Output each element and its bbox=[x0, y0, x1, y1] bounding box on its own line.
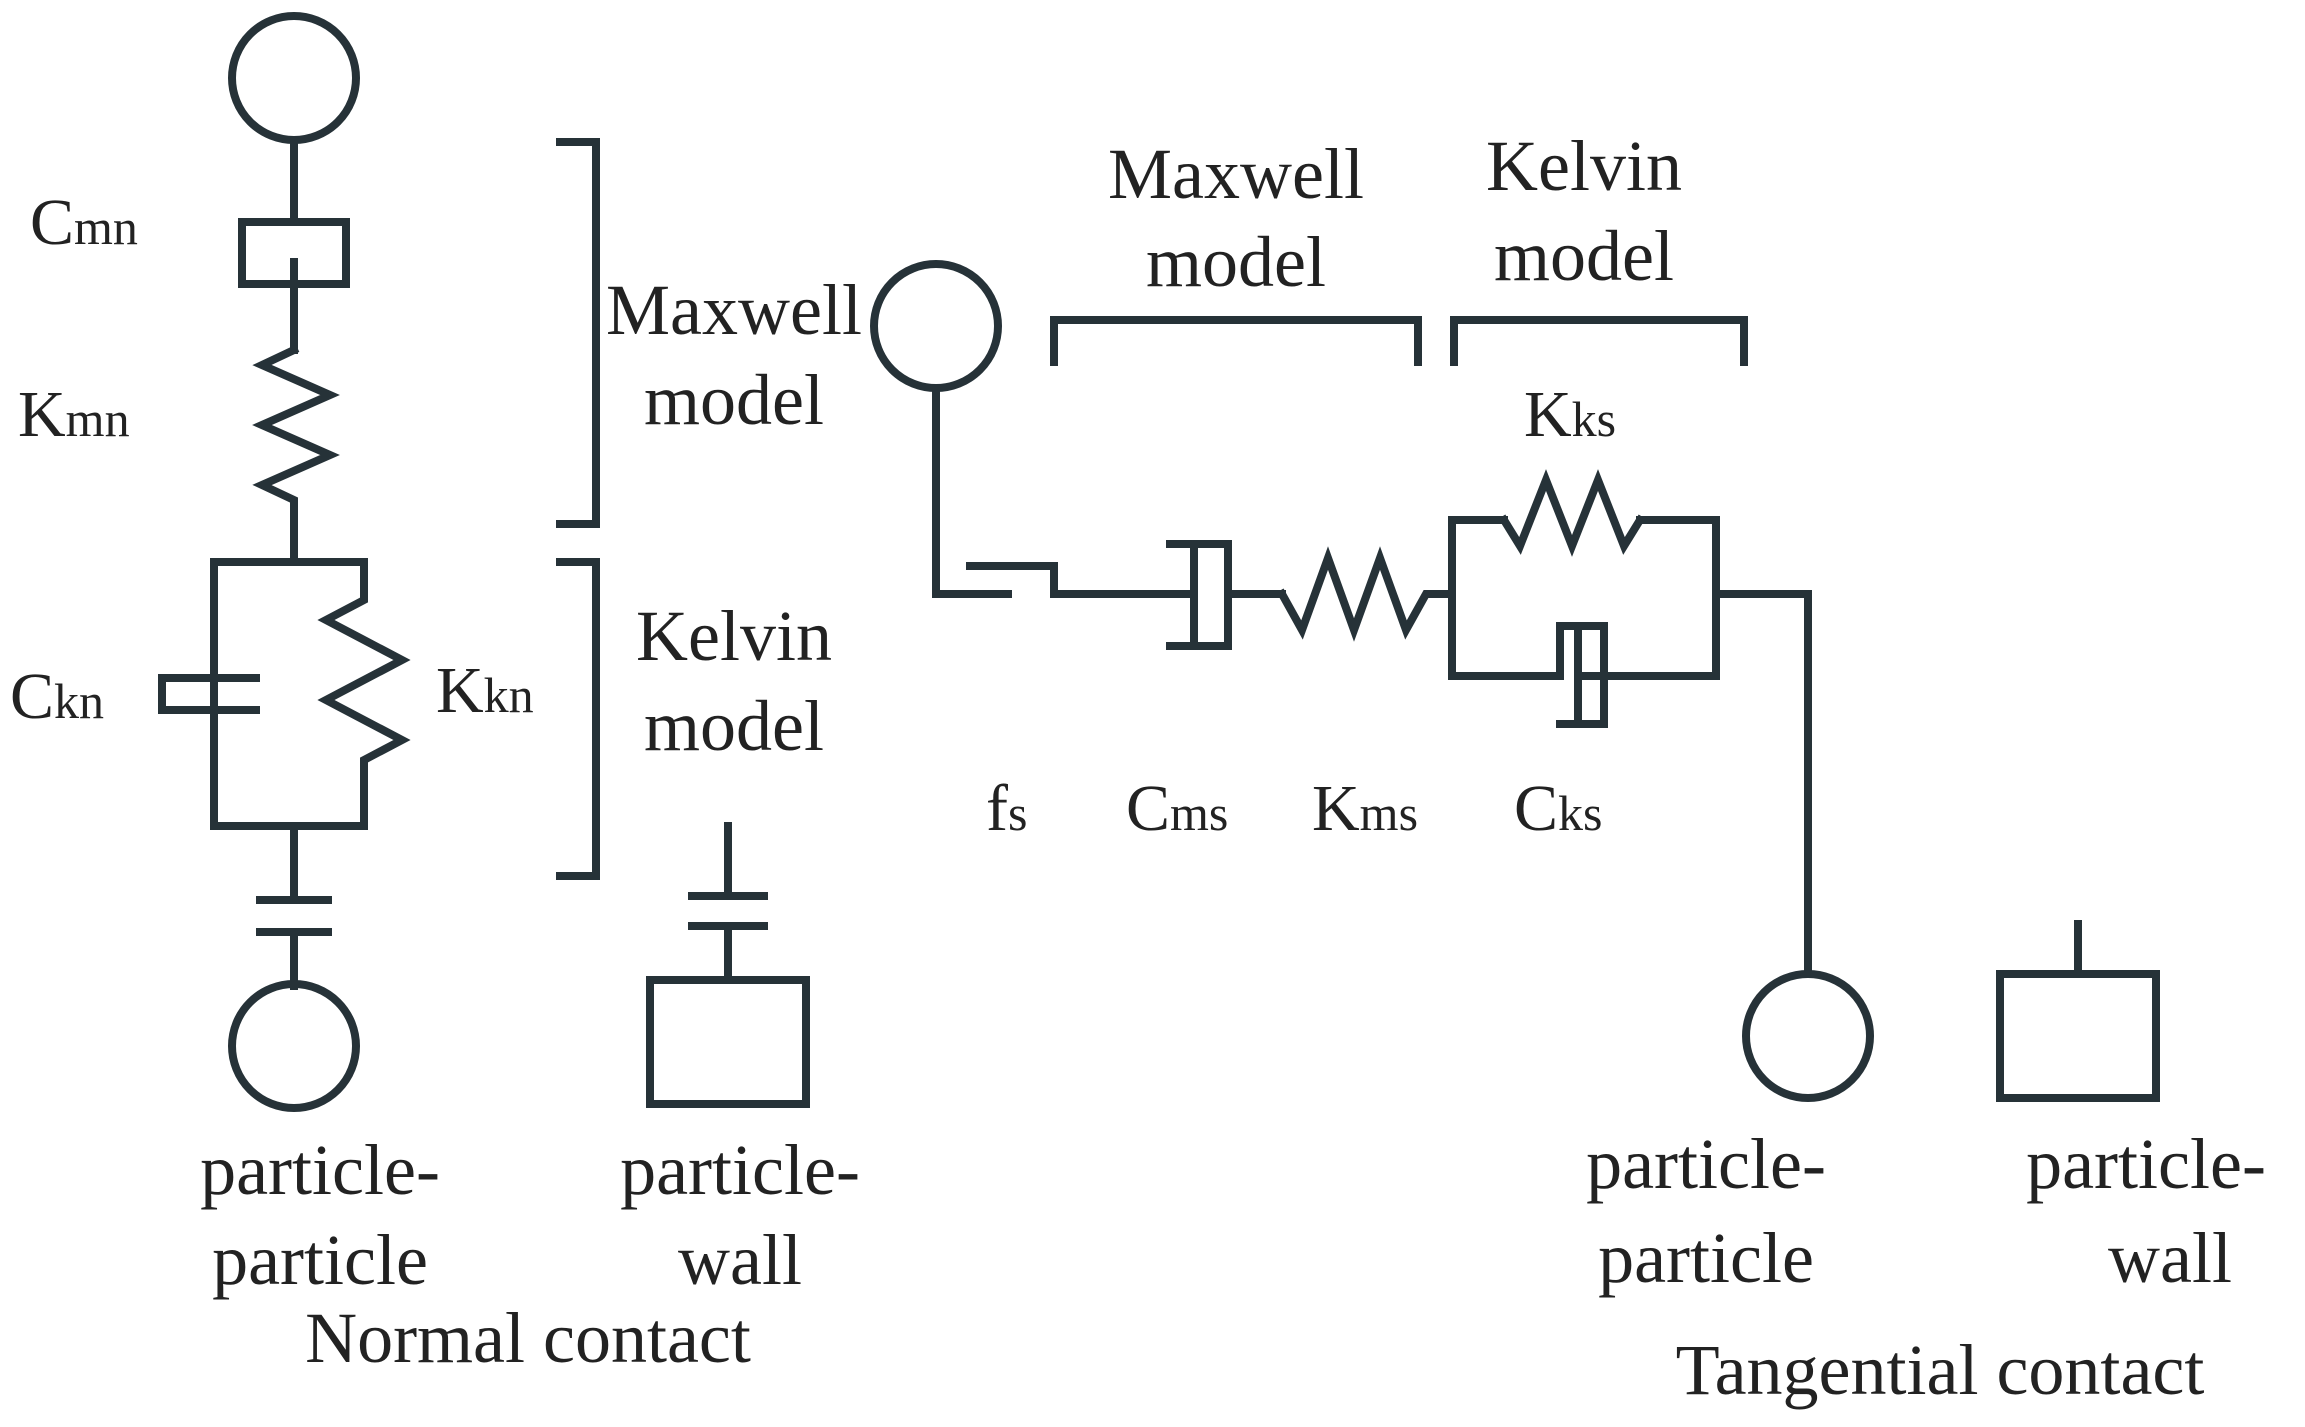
left-particle bbox=[870, 260, 1002, 392]
symbol-cks: Cks bbox=[1514, 772, 1603, 845]
wall-schematic-tangential bbox=[1996, 920, 2160, 1102]
maxwell-label-tangential-2: model bbox=[1146, 222, 1326, 302]
pp-label-tangential-1: particle- bbox=[1586, 1124, 1826, 1204]
dashpot-cks bbox=[1556, 622, 1608, 728]
pp-label-tangential-2: particle bbox=[1598, 1218, 1814, 1298]
maxwell-label-normal-2: model bbox=[644, 360, 824, 440]
symbol-cmn: Cmn bbox=[30, 186, 138, 259]
symbol-cms: Cms bbox=[1126, 772, 1228, 845]
spring-kks bbox=[1498, 469, 1646, 557]
normal-contact-schematic bbox=[158, 12, 810, 1112]
pw-label-tangential-2: wall bbox=[2108, 1218, 2232, 1298]
spring-kms bbox=[1276, 546, 1456, 642]
symbol-kks: Kks bbox=[1524, 378, 1616, 451]
output-rod bbox=[1712, 590, 1812, 978]
kelvin-label-tangential-2: model bbox=[1494, 216, 1674, 296]
caption-normal-contact: Normal contact bbox=[305, 1298, 751, 1378]
symbol-ckn: Ckn bbox=[10, 660, 104, 733]
dashpot-cms bbox=[1166, 540, 1286, 650]
right-particle bbox=[1742, 970, 1874, 1102]
maxwell-label-normal-1: Maxwell bbox=[606, 270, 862, 350]
symbol-fs: fs bbox=[986, 772, 1027, 845]
symbol-kkn: Kkn bbox=[436, 654, 534, 727]
dashpot-ckn bbox=[158, 674, 260, 830]
symbol-kmn: Kmn bbox=[18, 378, 130, 451]
pw-label-normal-1: particle- bbox=[620, 1130, 860, 1210]
top-particle bbox=[228, 12, 360, 144]
maxwell-label-tangential-1: Maxwell bbox=[1108, 134, 1364, 214]
pp-label-normal-2: particle bbox=[212, 1220, 428, 1300]
caption-tangential-contact: Tangential contact bbox=[1676, 1330, 2205, 1410]
bottom-particle bbox=[228, 980, 360, 1112]
pw-label-normal-2: wall bbox=[678, 1220, 802, 1300]
tangential-contact-schematic bbox=[870, 260, 2160, 1102]
wall-schematic-normal bbox=[646, 822, 810, 1108]
kelvin-bracket-normal bbox=[556, 558, 600, 880]
dashpot-cmn bbox=[238, 218, 350, 354]
kelvin-label-normal-1: Kelvin bbox=[636, 596, 832, 676]
spring-kkn bbox=[317, 558, 411, 830]
kelvin-label-tangential-1: Kelvin bbox=[1486, 126, 1682, 206]
symbol-kms: Kms bbox=[1312, 772, 1418, 845]
spring-kmn bbox=[252, 344, 340, 566]
pp-label-normal-1: particle- bbox=[200, 1130, 440, 1210]
kelvin-box-tangential bbox=[1448, 516, 1720, 680]
kelvin-label-normal-2: model bbox=[644, 686, 824, 766]
friction-slider-fs bbox=[932, 384, 1198, 598]
pw-label-tangential-1: particle- bbox=[2026, 1124, 2266, 1204]
maxwell-bracket-normal bbox=[556, 138, 600, 528]
maxwell-bracket-tangential bbox=[1050, 316, 1422, 366]
kelvin-bracket-tangential bbox=[1450, 316, 1748, 366]
contact-plates-normal bbox=[256, 896, 332, 990]
